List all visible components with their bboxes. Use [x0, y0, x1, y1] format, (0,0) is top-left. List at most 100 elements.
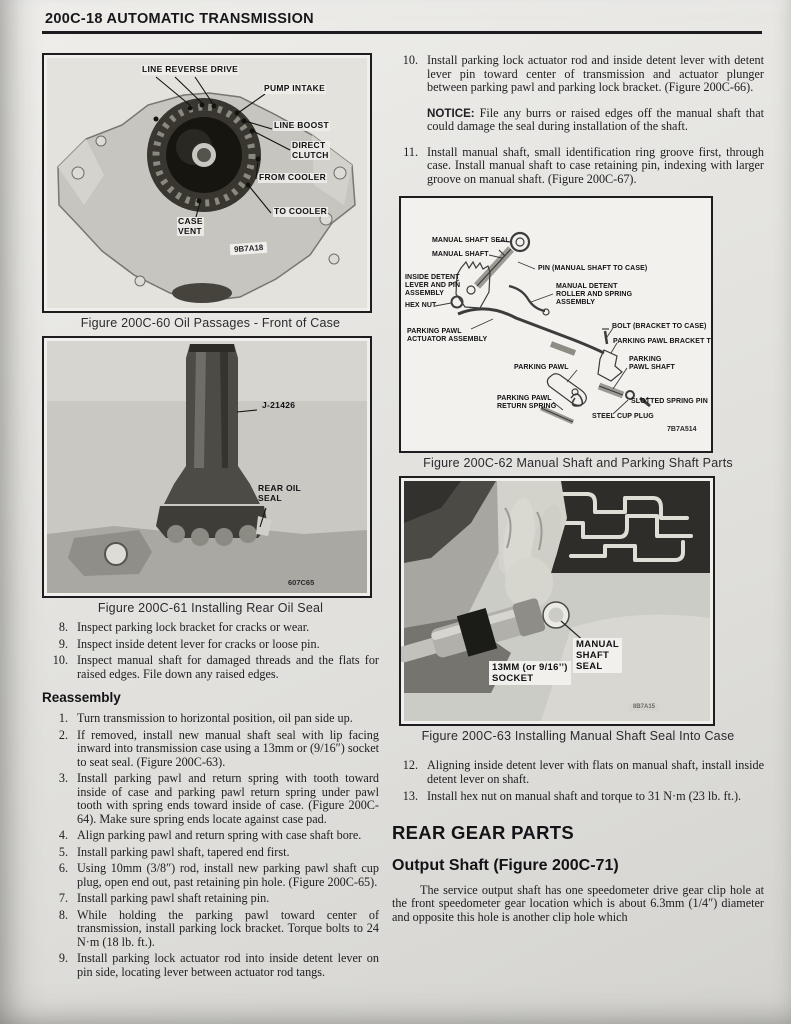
item-number: 9.: [58, 636, 68, 651]
item-text: Install parking lock actuator rod and in…: [427, 53, 764, 94]
item-text: Inspect parking lock bracket for cracks …: [77, 620, 310, 634]
rear-oil-seal-photo: [47, 341, 367, 593]
item-text: Install hex nut on manual shaft and torq…: [427, 789, 742, 803]
item-number: 4.: [58, 828, 68, 842]
figure-62-photo-code: 7B7A514: [667, 426, 697, 433]
notice-label: NOTICE:: [427, 106, 475, 120]
item-number: 2.: [58, 727, 68, 742]
item-number: 13.: [402, 789, 418, 803]
bracket-part: [597, 349, 623, 382]
figure-200c-61: J-21426 REAR OIL SEAL 607C65: [42, 336, 372, 598]
item-number: 10.: [402, 53, 418, 67]
list-item: 9. Inspect inside detent lever for crack…: [42, 636, 379, 652]
return-spring-part: [570, 393, 584, 407]
item-number: 3.: [58, 771, 68, 785]
oil-passages-photo: [47, 58, 367, 308]
item-text: Install parking pawl shaft retaining pin…: [77, 891, 270, 905]
label-pin: PIN (MANUAL SHAFT TO CASE): [538, 265, 648, 272]
label-inside-detent: INSIDE DETENT LEVER AND PIN ASSEMBLY: [405, 274, 461, 297]
label-bolt: BOLT (BRACKET TO CASE): [612, 323, 707, 330]
item-number: 6.: [58, 861, 68, 875]
right-column: 10. Install parking lock actuator rod an…: [392, 48, 764, 924]
manual-shaft-parts-diagram: [434, 231, 651, 425]
label-pawl-shaft: PARKING PAWL SHAFT: [629, 356, 675, 371]
figure-63-caption: Figure 200C-63 Installing Manual Shaft S…: [421, 729, 735, 743]
leader-lines: [155, 76, 291, 218]
label-tool-j21426: J-21426: [262, 400, 296, 410]
label-line-reverse-drive: LINE REVERSE DRIVE: [141, 64, 240, 75]
detent-roller-spring-part: [508, 284, 546, 313]
item-number: 11.: [403, 144, 418, 159]
subsection-heading-output-shaft: Output Shaft (Figure 200C-71): [392, 856, 619, 874]
list-item: 3. Install parking pawl and return sprin…: [42, 771, 379, 826]
body-paragraph: The service output shaft has one speedom…: [392, 882, 764, 924]
item-text: Using 10mm (3/8″) rod, install new parki…: [77, 861, 379, 889]
label-manual-shaft-seal: MANUAL SHAFT SEAL: [432, 237, 510, 244]
actuator-rod-part: [457, 307, 605, 355]
item-number: 9.: [58, 951, 68, 965]
figure-60-caption: Figure 200C-60 Oil Passages - Front of C…: [80, 316, 341, 330]
hand: [497, 481, 567, 609]
item-text: Install parking pawl and return spring w…: [77, 771, 379, 826]
item-text: Align parking pawl and return spring wit…: [77, 828, 362, 842]
inside-detent-lever-part: [455, 260, 491, 309]
figure-200c-62: MANUAL SHAFT SEAL MANUAL SHAFT PIN (MANU…: [399, 196, 713, 453]
list-item: 9. Install parking lock actuator rod int…: [42, 951, 379, 979]
item-text: Install manual shaft, small identificati…: [427, 144, 764, 186]
item-number: 8.: [58, 907, 68, 922]
label-socket: 13MM (or 9/16’’) SOCKET: [489, 661, 571, 685]
item-text: Install parking pawl shaft, tapered end …: [77, 844, 290, 859]
list-item: 10. Inspect manual shaft for damaged thr…: [42, 653, 379, 681]
figure-61-photo-code: 607C65: [288, 578, 315, 587]
list-item: 13. Install hex nut on manual shaft and …: [392, 789, 764, 804]
label-bracket: PARKING PAWL BRACKET T: [613, 338, 711, 345]
list-item: 12. Aligning inside detent lever with fl…: [392, 758, 764, 786]
list-item: 5. Install parking pawl shaft, tapered e…: [42, 844, 379, 860]
label-parking-pawl: PARKING PAWL: [514, 364, 569, 371]
item-number: 7.: [58, 891, 68, 905]
leader-lines: [434, 240, 649, 415]
label-manual-shaft-seal: MANUAL SHAFT SEAL: [573, 638, 622, 673]
label-manual-detent: MANUAL DETENT ROLLER AND SPRING ASSEMBLY: [556, 283, 633, 306]
reassembly-heading: Reassembly: [42, 690, 121, 705]
list-item: 1. Turn transmission to horizontal posit…: [42, 711, 379, 726]
list-item: 7. Install parking pawl shaft retaining …: [42, 891, 379, 906]
figure-200c-60: LINE REVERSE DRIVE PUMP INTAKE LINE BOOS…: [42, 53, 372, 313]
item-text: While holding the parking pawl toward ce…: [77, 907, 379, 949]
reassembly-list: 1. Turn transmission to horizontal posit…: [42, 711, 379, 979]
label-to-cooler: TO COOLER: [273, 206, 329, 217]
item-number: 8.: [58, 620, 68, 634]
list-item: 6. Using 10mm (3/8″) rod, install new pa…: [42, 861, 379, 889]
leader-lines: [236, 409, 267, 528]
list-item: 2. If removed, install new manual shaft …: [42, 727, 379, 770]
list-item: 10. Install parking lock actuator rod an…: [392, 53, 764, 95]
item-number: 10.: [52, 653, 68, 667]
list-item: 8. Inspect parking lock bracket for crac…: [42, 620, 379, 635]
label-actuator-assembly: PARKING PAWL ACTUATOR ASSEMBLY: [407, 328, 488, 343]
seal-in-case: [543, 602, 569, 628]
notice-text: File any burrs or raised edges off the m…: [427, 105, 764, 133]
header-rule: [42, 31, 762, 34]
item-text: Turn transmission to horizontal position…: [77, 711, 353, 725]
section-heading-rear-gear-parts: REAR GEAR PARTS: [392, 821, 574, 843]
label-slotted-spring-pin: SLOTTED SPRING PIN: [631, 398, 708, 405]
list-item: 4. Align parking pawl and return spring …: [42, 828, 379, 843]
bottom-notch: [172, 283, 232, 303]
list-item: 8. While holding the parking pawl toward…: [42, 907, 379, 950]
cup-plug-part: [625, 390, 635, 400]
label-pump-intake: PUMP INTAKE: [263, 83, 327, 94]
socket-tool: [401, 598, 546, 663]
parking-pawl-part: [546, 373, 587, 406]
label-return-spring: PARKING PAWL RETURN SPRING: [497, 395, 557, 410]
item-text: Install parking lock actuator rod into i…: [77, 951, 379, 979]
label-line-boost: LINE BOOST: [273, 120, 330, 131]
item-text: Aligning inside detent lever with flats …: [427, 758, 764, 786]
figure-62-caption: Figure 200C-62 Manual Shaft and Parking …: [423, 456, 733, 470]
item-number: 5.: [58, 844, 68, 859]
inspect-list: 8. Inspect parking lock bracket for crac…: [42, 620, 379, 681]
item-number: 12.: [402, 758, 418, 772]
figure-61-caption: Figure 200C-61 Installing Rear Oil Seal: [97, 601, 324, 615]
figure-200c-63: 13MM (or 9/16’’) SOCKET MANUAL SHAFT SEA…: [399, 476, 715, 726]
label-from-cooler: FROM COOLER: [258, 172, 328, 183]
